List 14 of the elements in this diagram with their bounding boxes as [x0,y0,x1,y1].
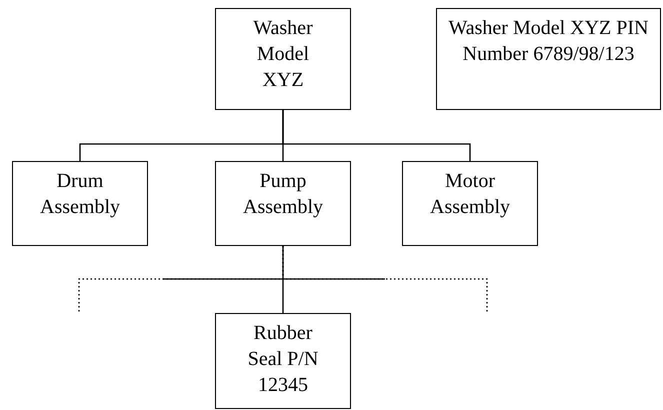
part-box [12,161,148,246]
part-label: Pump Assembly [242,169,324,220]
part-label: Motor Assembly [429,169,511,220]
part-label: Drum Assembly [39,169,121,220]
part-box [402,161,538,246]
connector-line [282,246,284,313]
part-box [215,313,351,409]
part-box [215,161,351,246]
part-label: Rubber Seal P/N 12345 [246,321,320,398]
part-label: Washer Model XYZ [252,16,314,93]
part-label: Washer Model XYZ PIN Number 6789/98/123 [447,16,650,67]
connector-line [282,110,471,161]
part-box [215,8,351,110]
part-box [436,8,661,110]
